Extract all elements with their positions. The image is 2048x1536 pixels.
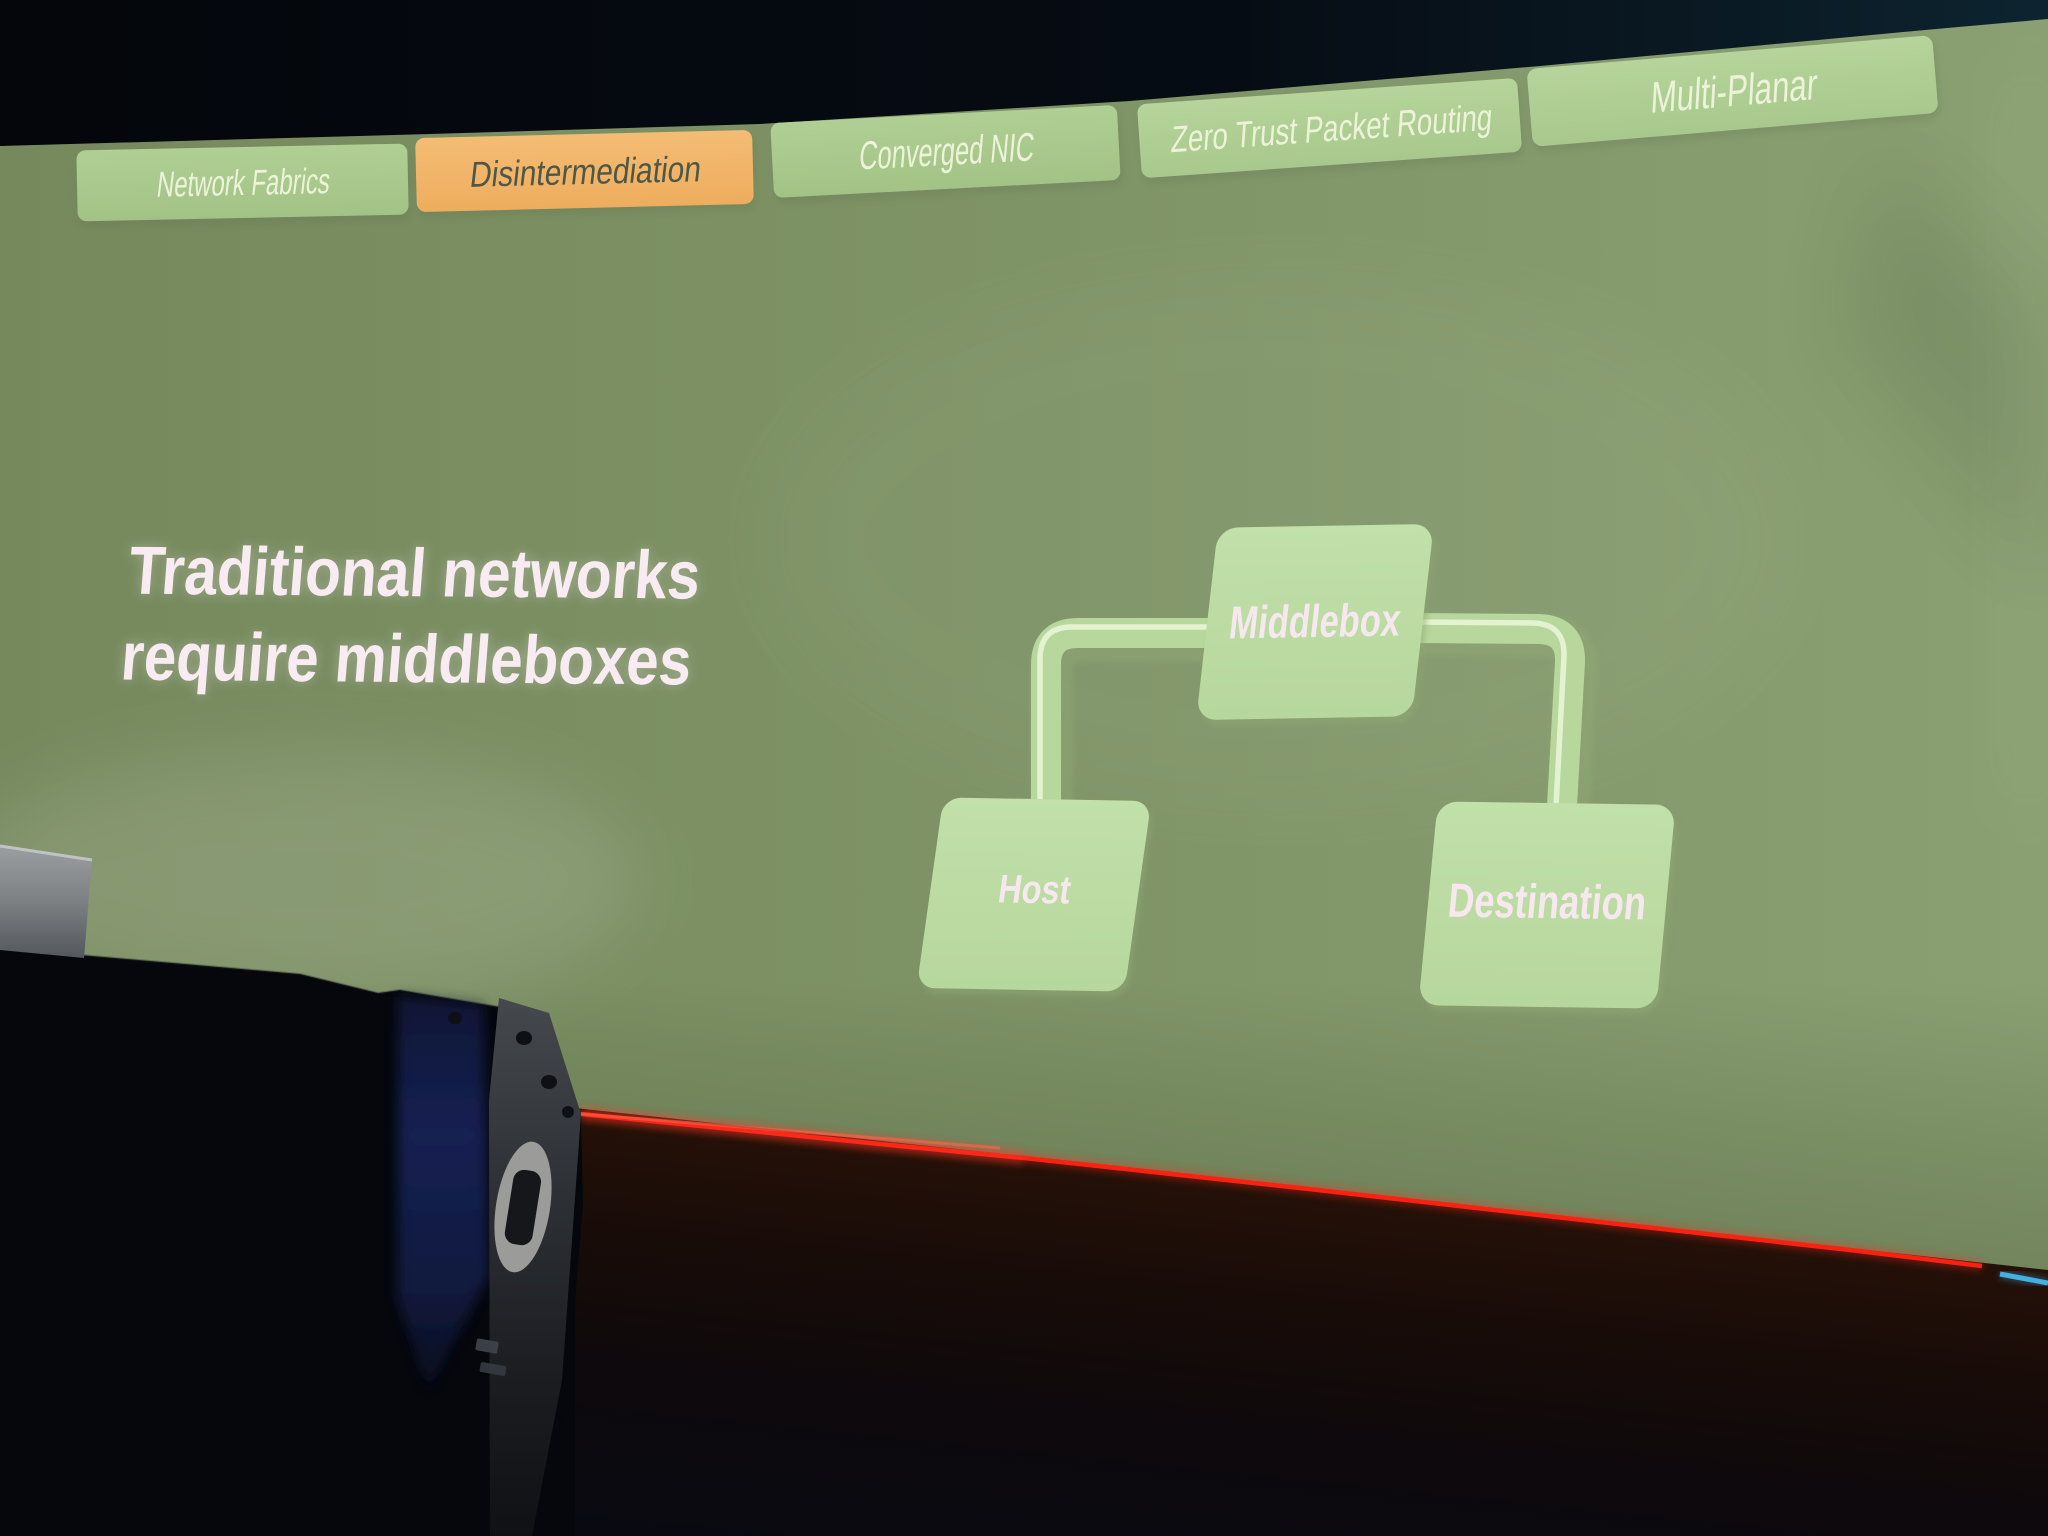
svg-text:Network Fabrics: Network Fabrics	[155, 160, 333, 205]
svg-text:require middleboxes: require middleboxes	[118, 619, 694, 700]
svg-text:Traditional networks: Traditional networks	[126, 533, 703, 614]
svg-text:Destination: Destination	[1446, 874, 1649, 931]
svg-text:Traditional networks: Traditional networks	[126, 533, 703, 614]
svg-text:Disintermediation: Disintermediation	[468, 148, 704, 195]
svg-text:Converged NIC: Converged NIC	[858, 124, 1037, 178]
svg-text:Host: Host	[995, 867, 1073, 913]
svg-text:Middlebox: Middlebox	[1227, 594, 1404, 649]
svg-text:require middleboxes: require middleboxes	[118, 619, 694, 700]
